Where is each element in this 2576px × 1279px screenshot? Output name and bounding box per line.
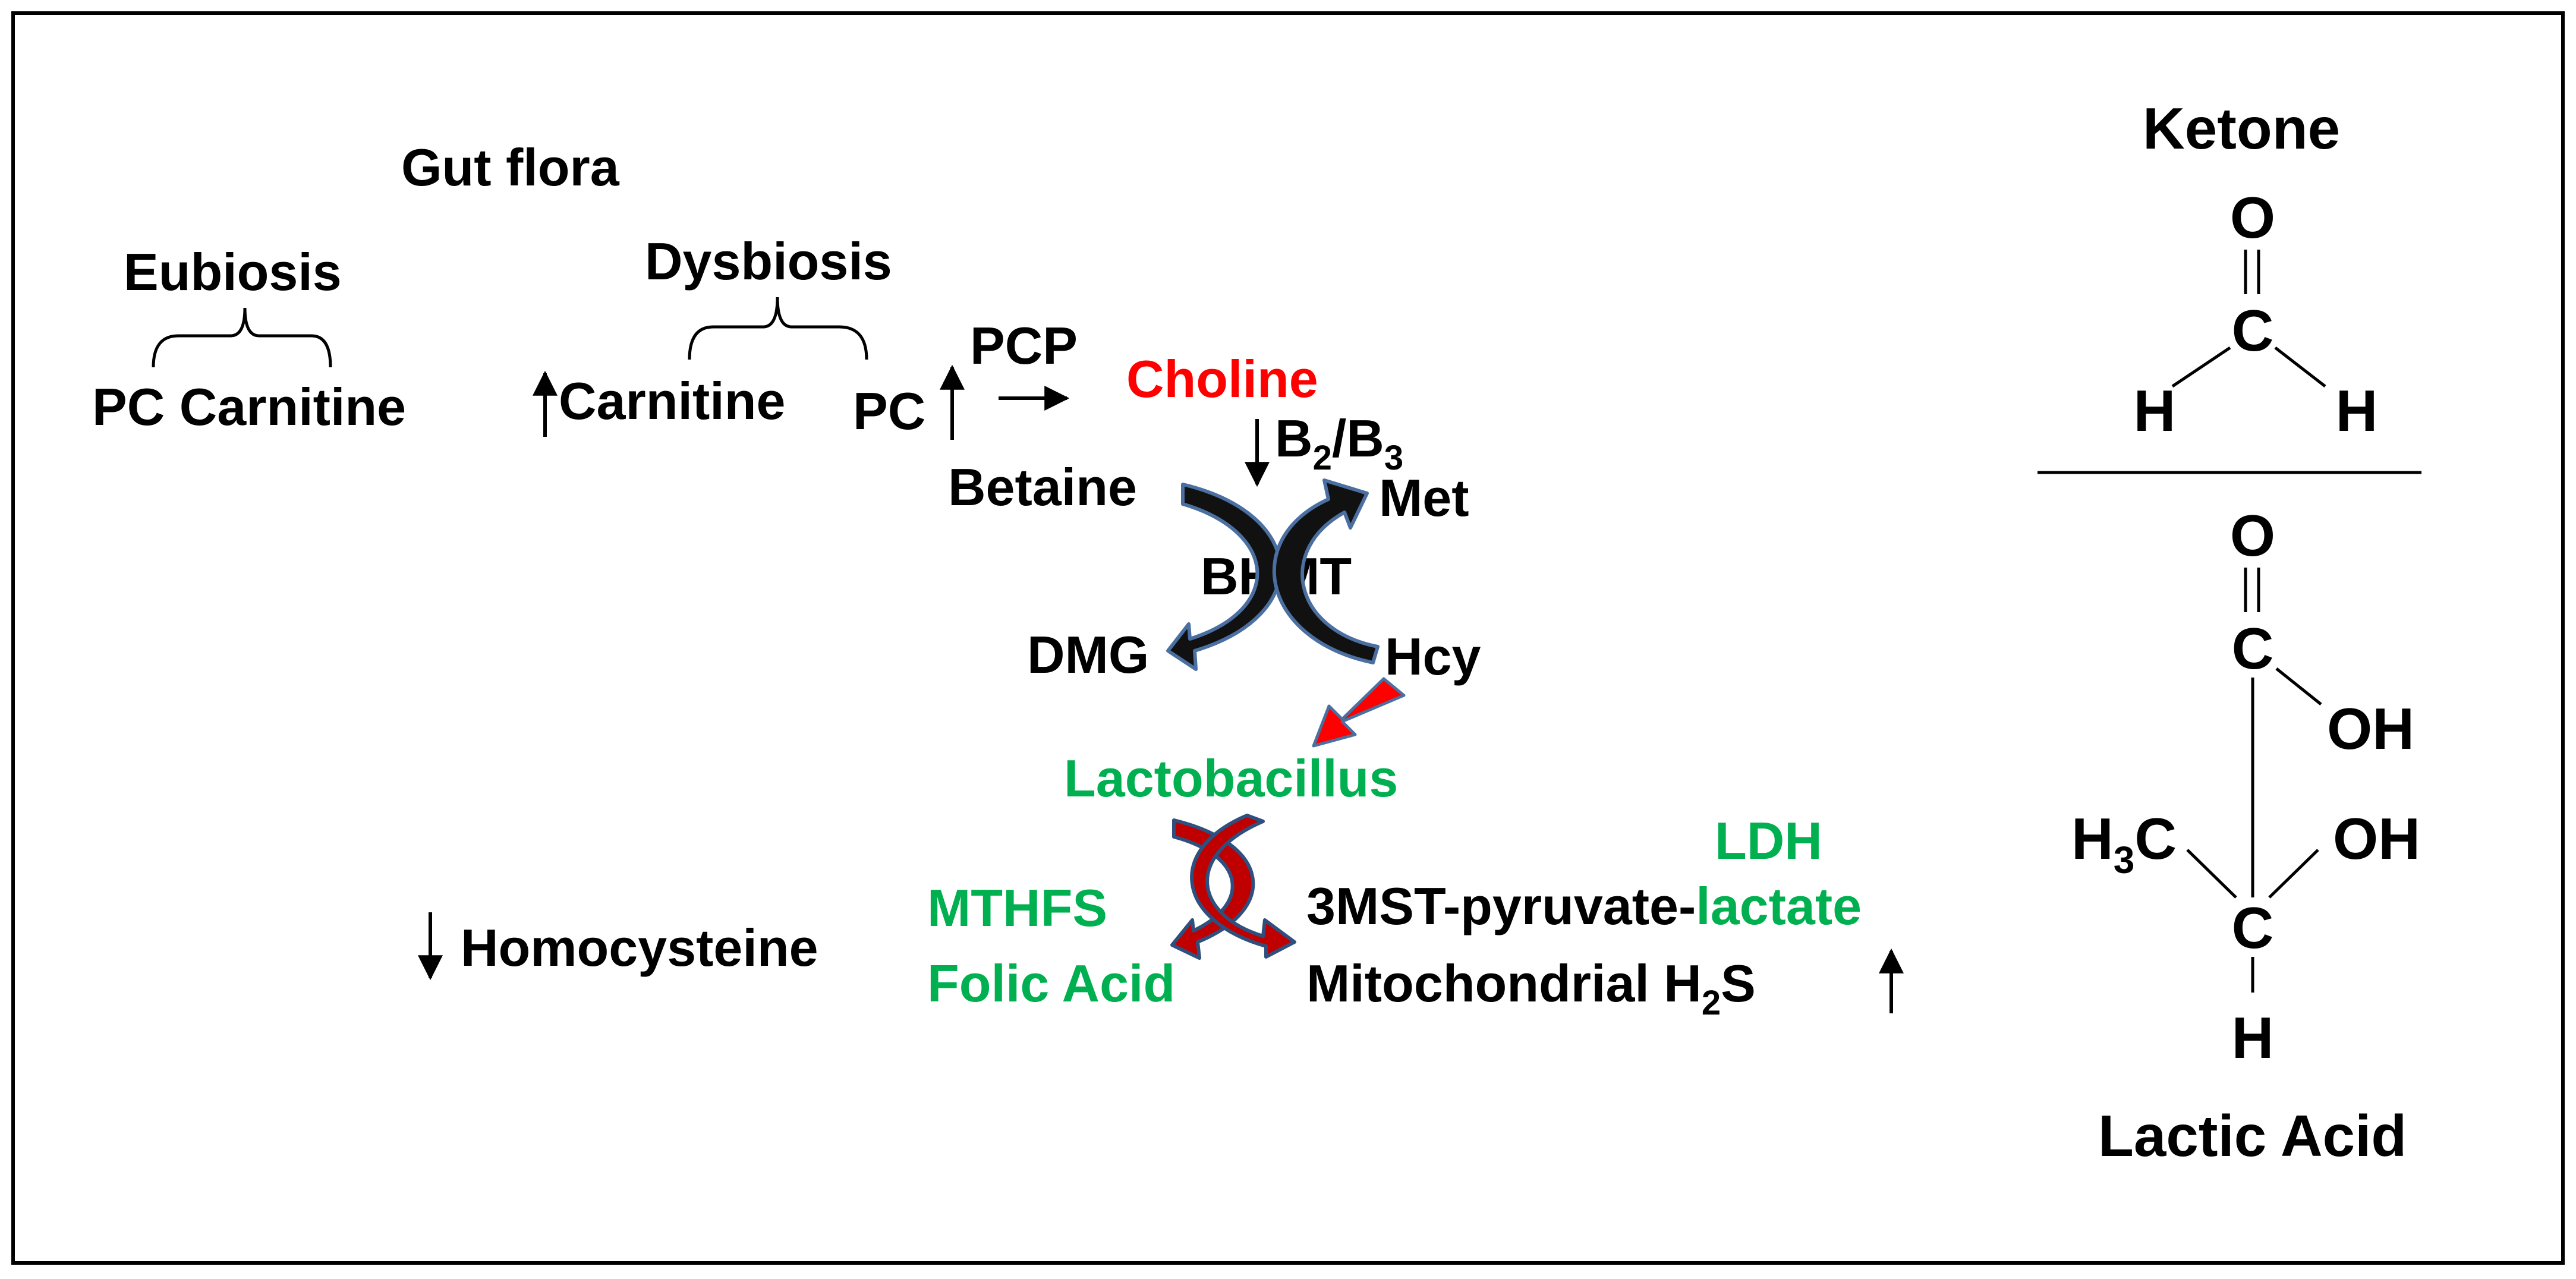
carnitine-label: Carnitine bbox=[559, 371, 785, 430]
pc-label: PC bbox=[853, 382, 925, 440]
ketone-oxygen: O bbox=[2230, 185, 2275, 250]
dysbiosis-label: Dysbiosis bbox=[645, 232, 892, 291]
ketone-carbon: C bbox=[2232, 298, 2274, 363]
lactobacillus-label: Lactobacillus bbox=[1064, 749, 1398, 808]
homocysteine-label: Homocysteine bbox=[461, 918, 818, 977]
hcy-to-lactobacillus-arrow bbox=[1312, 677, 1406, 748]
ketone-bond-left bbox=[2171, 346, 2231, 388]
eubiosis-brace bbox=[152, 307, 332, 368]
lactic-hydrogen-bottom: H bbox=[2232, 1005, 2274, 1070]
lactic-carbon-top: C bbox=[2232, 616, 2274, 681]
pyruvate-lactate-label: 3MST-pyruvate-lactate bbox=[1306, 877, 1862, 935]
pc-carnitine-label: PC Carnitine bbox=[92, 377, 406, 436]
lactic-bond-methyl bbox=[2186, 849, 2237, 899]
lactic-hydroxyl-lower: OH bbox=[2333, 806, 2420, 871]
ketone-hydrogen-right: H bbox=[2336, 378, 2378, 443]
outer-border bbox=[11, 11, 2565, 1265]
pcp-label: PCP bbox=[970, 316, 1078, 375]
ketone-hydrogen-left: H bbox=[2134, 378, 2176, 443]
mitochondrial-h2s-label: Mitochondrial H2S bbox=[1306, 954, 1756, 1022]
eubiosis-label: Eubiosis bbox=[124, 242, 342, 301]
lactic-methyl-group: H3C bbox=[2071, 806, 2177, 881]
dmg-label: DMG bbox=[1027, 625, 1149, 684]
lactic-bond-oh-lower bbox=[2268, 849, 2319, 899]
lactic-acid-title: Lactic Acid bbox=[2098, 1103, 2407, 1168]
ldh-label: LDH bbox=[1715, 811, 1822, 870]
gut-flora-title: Gut flora bbox=[401, 138, 620, 197]
ketone-title: Ketone bbox=[2143, 96, 2340, 161]
hcy-to-met-curved-arrow bbox=[1272, 478, 1380, 664]
lactobacillus-to-mthfs-curved-arrow bbox=[1170, 818, 1255, 960]
lactic-oxygen: O bbox=[2230, 503, 2275, 568]
ketone-bond-right bbox=[2274, 346, 2326, 388]
betaine-label: Betaine bbox=[948, 458, 1137, 516]
lactic-carbon-bottom: C bbox=[2232, 895, 2274, 960]
b-vitamins-label: B2/B3 bbox=[1275, 409, 1403, 477]
met-label: Met bbox=[1379, 468, 1469, 527]
mthfs-label: MTHFS bbox=[927, 878, 1107, 937]
dysbiosis-brace bbox=[688, 297, 868, 360]
choline-label: Choline bbox=[1126, 349, 1318, 408]
hcy-label: Hcy bbox=[1385, 627, 1481, 686]
lactobacillus-to-pyruvate-curved-arrow bbox=[1190, 814, 1296, 959]
lactic-hydroxyl-top: OH bbox=[2327, 696, 2414, 761]
betaine-to-dmg-curved-arrow bbox=[1166, 483, 1282, 671]
folic-acid-label: Folic Acid bbox=[927, 954, 1175, 1013]
lactic-bond-to-oh bbox=[2275, 667, 2322, 705]
